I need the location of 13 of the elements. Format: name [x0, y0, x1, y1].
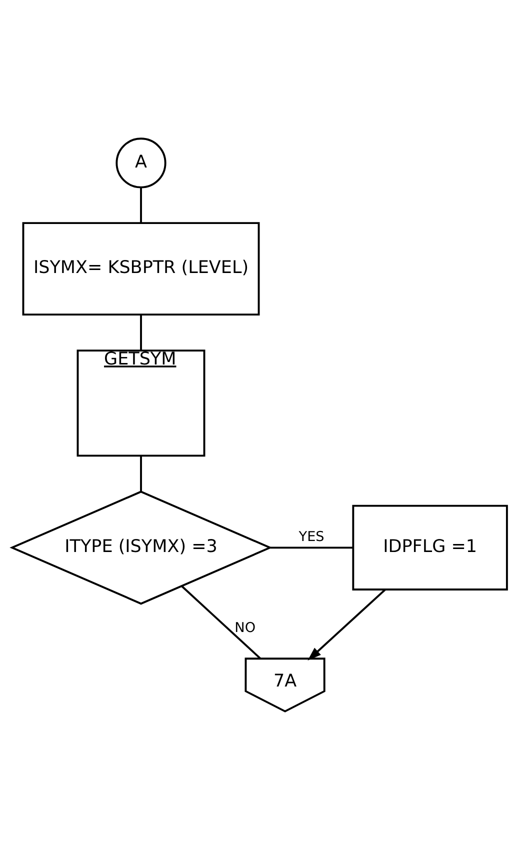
edge-label: NO [234, 620, 256, 636]
connector [140, 455, 142, 491]
node-box: GETSYM [76, 349, 206, 456]
node-box: ISYMX= KSBPTR (LEVEL) [22, 222, 260, 316]
node-diamond: ITYPE (ISYMX) =3 [10, 490, 272, 604]
node-box: IDPFLG =1 [352, 504, 508, 590]
arrow [308, 588, 386, 660]
connector [140, 186, 142, 222]
node-circle: A [116, 137, 166, 188]
connector [140, 314, 142, 350]
connector [181, 585, 261, 659]
edge-label: YES [298, 528, 324, 545]
connector [270, 546, 354, 548]
